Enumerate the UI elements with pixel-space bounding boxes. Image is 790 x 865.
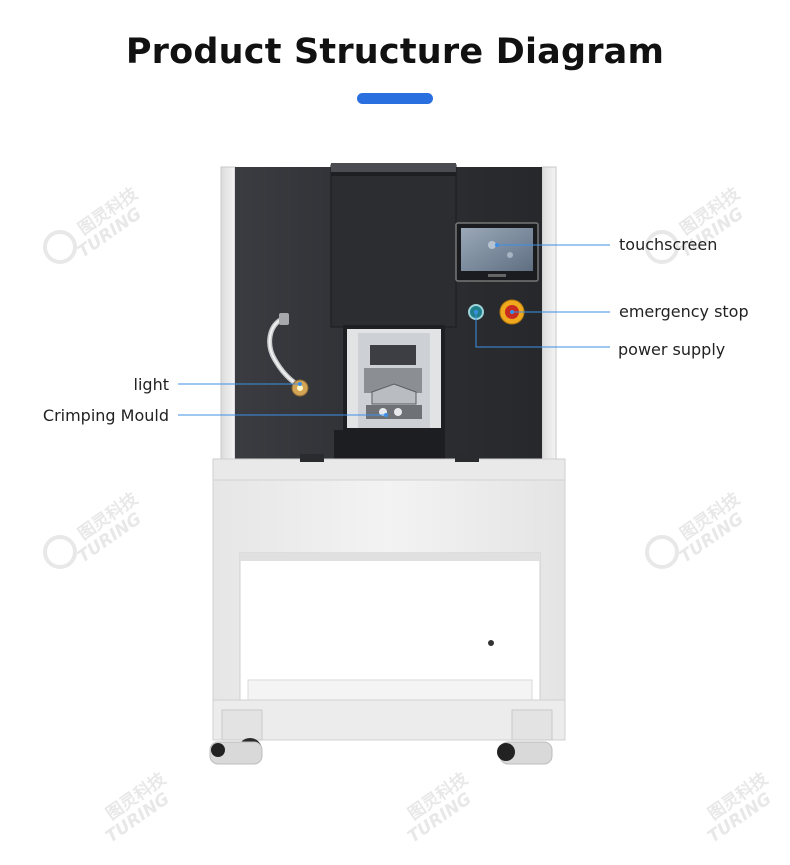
watermark-logo: 图灵科技 TURING — [66, 768, 186, 860]
watermark-logo: 图灵科技 TURING — [640, 488, 760, 580]
watermark-logo: 图灵科技 TURING — [38, 488, 158, 580]
watermark-logo: 图灵科技 TURING — [640, 183, 760, 275]
cabinet — [212, 479, 566, 741]
crimping-machine-illustration — [178, 163, 610, 765]
crimping-window — [334, 325, 445, 464]
title-underline — [357, 93, 433, 104]
label-light: light — [133, 375, 169, 394]
label-touchscreen: touchscreen — [619, 235, 718, 254]
watermark-logo: 图灵科技 TURING — [368, 768, 488, 860]
watermark-logo: 图灵科技 TURING — [668, 768, 788, 860]
label-crimping-mould: Crimping Mould — [42, 406, 169, 425]
callout-lines — [178, 243, 610, 417]
caster-left — [209, 709, 263, 765]
label-power-supply: power supply — [618, 340, 726, 359]
touchscreen-icon — [455, 222, 539, 282]
callout-power-supply — [475, 312, 610, 348]
caster-right — [497, 709, 553, 765]
watermark-logo: 图灵科技 TURING — [38, 183, 158, 275]
label-emergency-stop: emergency stop — [619, 302, 749, 321]
page-title: Product Structure Diagram — [125, 32, 665, 72]
